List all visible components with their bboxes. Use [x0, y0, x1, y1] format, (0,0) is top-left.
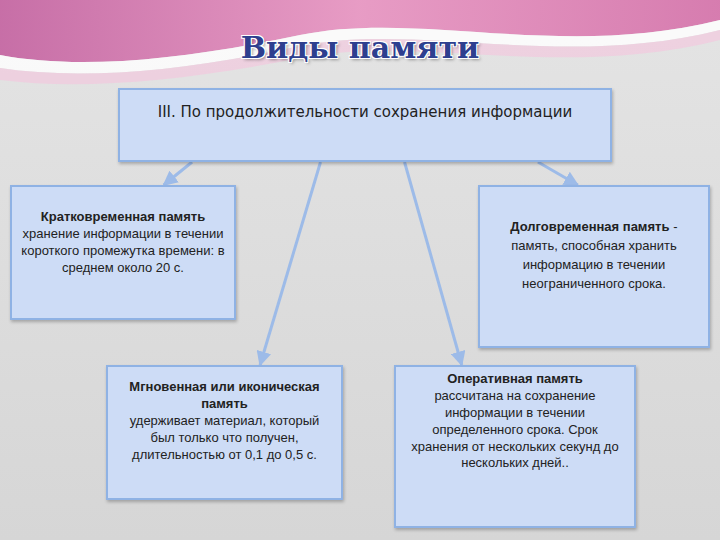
- arrow-connector: [164, 162, 192, 185]
- memory-box: Долговременная память- память, способная…: [478, 185, 710, 348]
- node-heading: Долговременная память: [510, 219, 669, 234]
- title: Виды памяти: [0, 30, 720, 65]
- node-heading: Мгновенная или иконическая память: [118, 379, 331, 413]
- node-body: рассчитана на сохранение информации в те…: [406, 388, 624, 472]
- memory-box: Кратковременная памятьхранение информаци…: [10, 185, 236, 320]
- node-heading: III. По продолжительности сохранения инф…: [140, 102, 590, 124]
- arrow-connector: [538, 162, 578, 185]
- category-box: III. По продолжительности сохранения инф…: [118, 88, 612, 162]
- node-body: хранение информации в течении короткого …: [20, 226, 226, 277]
- arrow-connector: [405, 162, 462, 365]
- node-body: удерживает материал, который был только …: [118, 413, 331, 464]
- arrow-connector: [260, 162, 320, 365]
- memory-box: Мгновенная или иконическая памятьудержив…: [106, 365, 343, 500]
- memory-box: Оперативная памятьрассчитана на сохранен…: [394, 365, 636, 528]
- node-heading: Кратковременная память: [20, 209, 226, 226]
- node-heading: Оперативная память: [406, 371, 624, 388]
